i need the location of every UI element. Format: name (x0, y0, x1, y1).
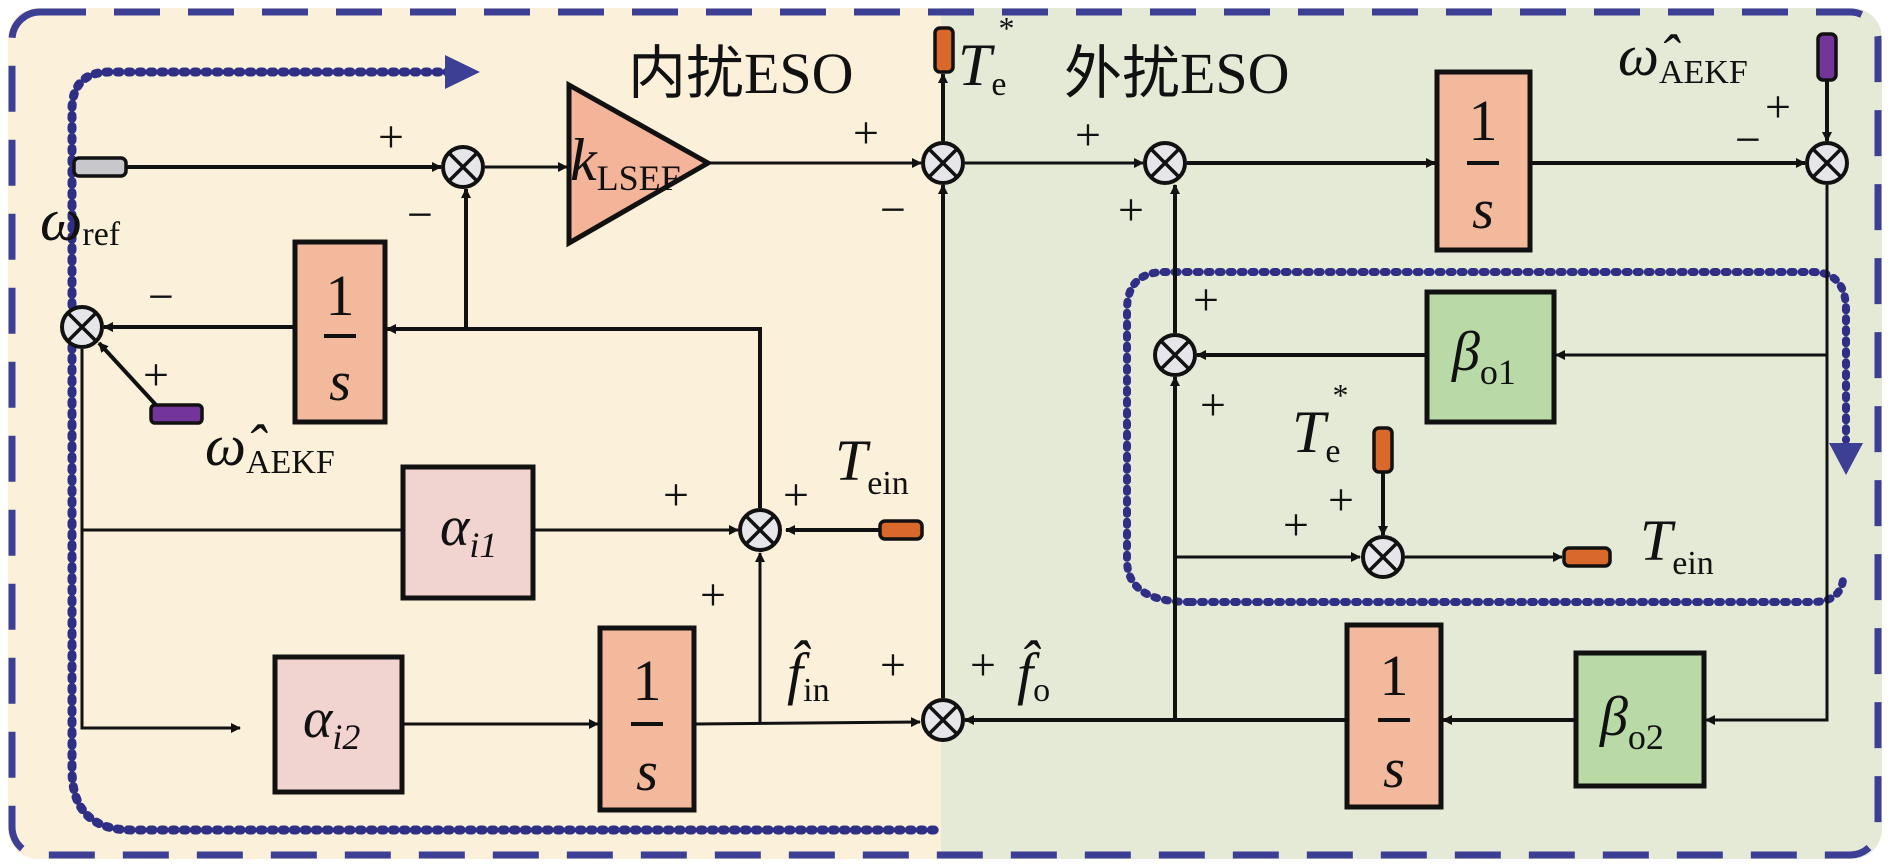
inner-eso-region (8, 8, 943, 859)
sum-junction-tein (1361, 535, 1405, 579)
wire-err-to-alpha-i2 (80, 349, 241, 733)
label-tein-right: Tein (1640, 508, 1714, 582)
svg-text:βo2: βo2 (1599, 686, 1664, 757)
svg-text:βo1: βo1 (1451, 321, 1516, 392)
port-tein-right (1562, 546, 1612, 568)
label-omega-ref: ωref (40, 187, 121, 253)
outer-eso-loop-arrow (1829, 443, 1863, 475)
sign-sum5-plus-top: + (1328, 474, 1354, 525)
svg-text:kLSEF: kLSEF (570, 127, 681, 198)
wire-error-to-beta-o2 (1705, 185, 1829, 725)
gain-alpha-i2: αi2 (272, 654, 405, 795)
integrator-block-outer-bottom: 1 s (1344, 622, 1444, 810)
svg-text:s: s (329, 351, 351, 413)
sum-junction-inner-alpha (738, 508, 782, 552)
label-te-star-top: Te* (958, 10, 1014, 103)
sign-sum2-minus: − (880, 184, 906, 235)
gain-k-lsef: kLSEF (566, 80, 714, 248)
integrator-block-inner: 1 s (597, 625, 697, 813)
inner-eso-loop-arrow (445, 55, 480, 89)
svg-text:1: 1 (326, 263, 355, 328)
sign-sum6-plus-right: + (970, 639, 996, 690)
port-tein-left (878, 519, 924, 541)
svg-text:1: 1 (1380, 643, 1409, 708)
sign-sum7-plus-right: + (783, 469, 809, 520)
wire-aekf-left (97, 341, 158, 407)
sign-sum1-minus: − (407, 189, 433, 240)
sign-sumleft-minus: − (148, 271, 174, 322)
sign-sumright-minus: − (1735, 114, 1761, 165)
integrator-block-outer-top: 1 s (1434, 69, 1533, 253)
inner-eso-loop-path (67, 67, 945, 835)
inner-eso-title: 内扰ESO (628, 41, 854, 106)
gain-beta-o1: βo1 (1424, 289, 1557, 425)
sign-sum4-plus-top: + (1193, 274, 1219, 325)
integrator-block-feedback: 1 s (292, 239, 388, 425)
sign-sum6-plus-left: + (880, 639, 906, 690)
port-omega-ref (72, 156, 128, 178)
label-te-star-inner: Te* (1292, 377, 1348, 470)
outer-eso-title: 外扰ESO (1064, 41, 1290, 106)
port-omega-aekf-right (1816, 32, 1838, 82)
sign-sum4-plus-bottom: + (1200, 379, 1226, 430)
port-omega-aekf-left (149, 403, 204, 425)
sum-junction-outer-input (1143, 141, 1187, 185)
sum-junction-speed-error (441, 145, 485, 189)
sum-junction-beta-o1 (1153, 333, 1197, 377)
sum-junction-torque (921, 141, 965, 185)
svg-text:s: s (1472, 179, 1494, 241)
sign-sumleft-plus: + (143, 349, 169, 400)
port-te-star-inner (1372, 426, 1394, 474)
outer-eso-loop-path (1123, 268, 1850, 606)
sum-junction-outer-error (1805, 141, 1849, 185)
svg-text:αi1: αi1 (440, 496, 497, 565)
port-te-star-top (933, 26, 955, 74)
label-tein-left: Tein (835, 428, 909, 502)
sum-junction-disturbance (921, 698, 965, 742)
sign-sum3-plus-left: + (1075, 109, 1101, 160)
sign-sum7-plus-left: + (663, 469, 689, 520)
gain-beta-o2: βo2 (1573, 650, 1707, 789)
wire-fb-to-int1 (386, 324, 762, 508)
svg-text:1: 1 (633, 648, 662, 713)
sign-sum2-plus: + (853, 107, 879, 158)
sign-sum5-plus-left: + (1283, 499, 1309, 550)
svg-text:αi2: αi2 (303, 688, 360, 757)
label-omega-aekf-right: ω̂AEKF (1618, 23, 1748, 91)
svg-text:1: 1 (1469, 88, 1498, 153)
sign-sum3-plus-bottom: + (1118, 184, 1144, 235)
sign-sum1-plus: + (378, 111, 404, 162)
gain-alpha-i1: αi1 (400, 464, 536, 601)
svg-text:s: s (636, 741, 658, 803)
wire-int2-to-sum6 (695, 717, 921, 728)
sum-junction-inner-error (60, 305, 104, 349)
svg-text:s: s (1383, 738, 1405, 800)
sign-sum7-plus-bottom: + (700, 569, 726, 620)
outer-dashed-border (8, 8, 1882, 859)
sign-sumright-plus: + (1765, 81, 1791, 132)
